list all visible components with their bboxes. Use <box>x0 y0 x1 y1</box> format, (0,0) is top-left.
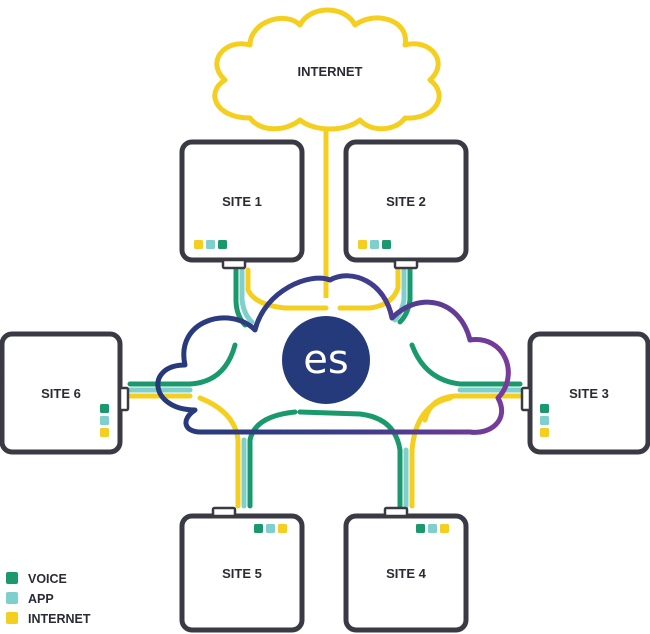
site5-internet-line <box>197 395 241 509</box>
internet-cloud-label: INTERNET <box>298 64 363 79</box>
legend-item-voice: VOICE <box>6 572 67 586</box>
site-6-box: SITE 6 <box>0 331 130 455</box>
legend-label: INTERNET <box>28 612 91 626</box>
site-5-box: SITE 5 <box>179 506 305 633</box>
legend-swatch <box>6 612 18 624</box>
site6-voice-line <box>127 342 238 387</box>
internet-cloud-shape <box>212 7 442 132</box>
site-2-port <box>393 258 419 270</box>
site-4-box: SITE 4 <box>343 506 469 633</box>
site-5-voice-dot <box>254 524 263 533</box>
internet-cloud: INTERNET <box>212 7 442 132</box>
site2-voice-line <box>397 267 413 325</box>
private-cloud-outline <box>155 273 511 435</box>
site5-voice-line <box>247 409 298 509</box>
site-2-internet-dot <box>358 240 367 249</box>
site-1-internet-dot <box>194 240 203 249</box>
legend-item-app: APP <box>6 592 54 606</box>
site-6-app-dot <box>100 416 109 425</box>
site-6-voice-dot <box>100 404 109 413</box>
site-1-voice-dot <box>218 240 227 249</box>
legend-item-internet: INTERNET <box>6 612 91 626</box>
site3-voice-line <box>409 342 523 387</box>
es-logo-text: es <box>303 337 348 383</box>
site-6-internet-dot <box>100 428 109 437</box>
site-5-frame <box>179 513 305 633</box>
site-3-voice-dot <box>540 404 549 413</box>
legend: VOICE APP INTERNET <box>6 572 91 626</box>
site-5-label: SITE 5 <box>222 566 262 581</box>
site-5-port <box>211 506 237 518</box>
legend-label: APP <box>28 592 54 606</box>
site-5-app-dot <box>266 524 275 533</box>
site-5-internet-dot <box>278 524 287 533</box>
site-4-label: SITE 4 <box>386 566 427 581</box>
site-3-app-dot <box>540 416 549 425</box>
site-2-label: SITE 2 <box>386 194 426 209</box>
site-6-port <box>118 386 130 412</box>
site-1-port <box>221 258 247 270</box>
site-4-port <box>383 506 409 518</box>
site4-internet-line <box>409 395 453 509</box>
site-1-app-dot <box>206 240 215 249</box>
site-1-box: SITE 1 <box>179 139 305 270</box>
es-logo-circle <box>282 316 370 404</box>
site-2-app-dot <box>370 240 379 249</box>
legend-swatch <box>6 592 18 604</box>
site-6-label: SITE 6 <box>41 386 81 401</box>
site1-app-line <box>239 267 255 325</box>
site4-voice-line <box>297 409 403 509</box>
site-2-voice-dot <box>382 240 391 249</box>
legend-swatch <box>6 572 18 584</box>
site-4-voice-dot <box>416 524 425 533</box>
site-3-port <box>520 386 532 412</box>
site-4-internet-dot <box>440 524 449 533</box>
site1-internet-line <box>245 267 329 311</box>
site-3-box: SITE 3 <box>520 331 650 455</box>
es-logo: es <box>282 316 370 404</box>
site-1-label: SITE 1 <box>222 194 262 209</box>
site-3-internet-dot <box>540 428 549 437</box>
site-2-box: SITE 2 <box>343 139 469 270</box>
private-cloud <box>155 273 511 435</box>
legend-label: VOICE <box>28 572 67 586</box>
site-3-label: SITE 3 <box>569 386 609 401</box>
sites: SITE 1 SITE 2 SITE 3 SITE 4 SITE 5 SITE 6 <box>0 139 650 633</box>
site-4-app-dot <box>428 524 437 533</box>
